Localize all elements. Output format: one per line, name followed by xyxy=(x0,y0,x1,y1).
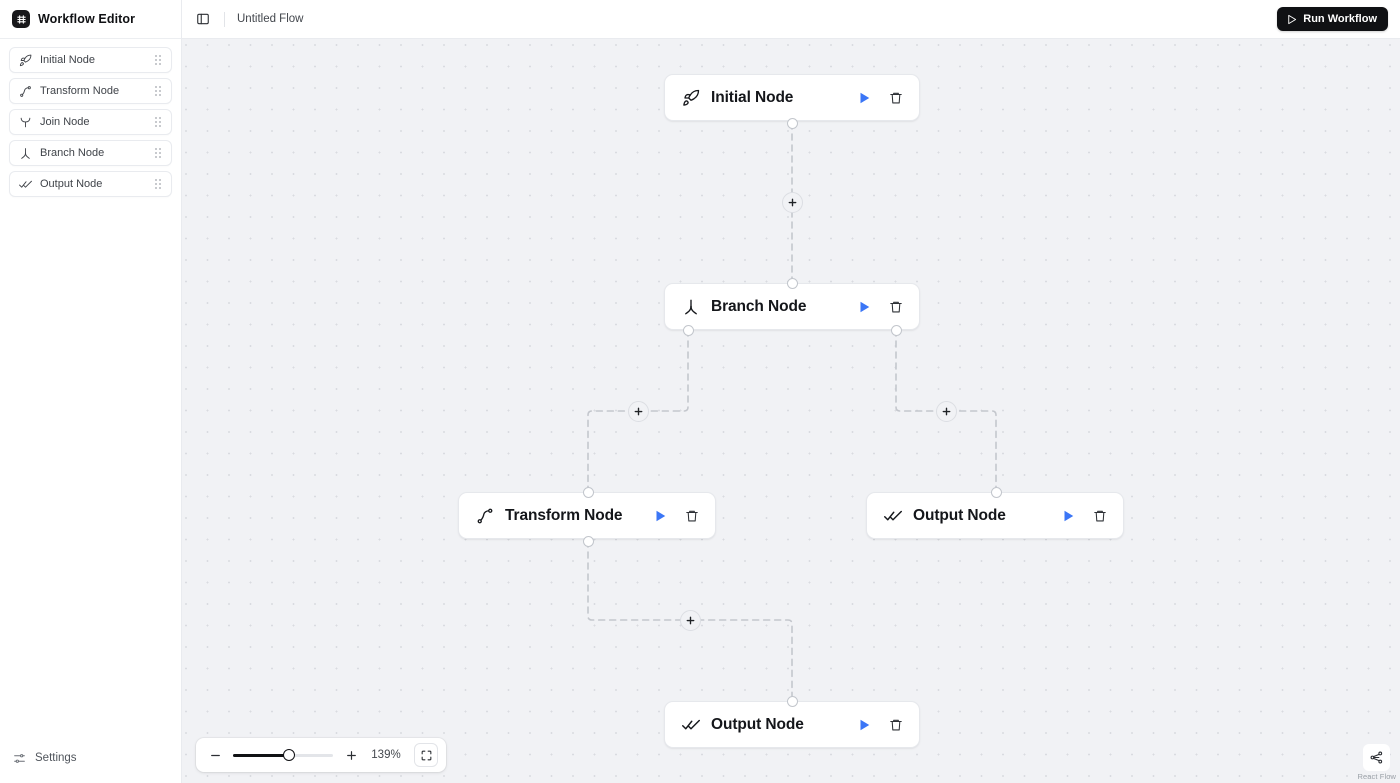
zoom-level-label: 139% xyxy=(371,749,401,761)
node-actions xyxy=(853,296,907,318)
zoom-controls: 139% xyxy=(196,738,446,772)
double-check-icon xyxy=(681,715,700,734)
react-flow-label: React Flow xyxy=(1357,772,1396,781)
edge-add-button-branch-transform[interactable] xyxy=(627,400,649,422)
join-merge-icon xyxy=(18,115,32,129)
node-delete-icon[interactable] xyxy=(885,714,907,736)
curve-transform-icon xyxy=(475,506,494,525)
node-run-icon[interactable] xyxy=(853,87,875,109)
node-handle-source-initial[interactable] xyxy=(786,117,798,129)
node-handle-source-transform[interactable] xyxy=(582,535,594,547)
zoom-slider[interactable] xyxy=(233,746,333,764)
node-delete-icon[interactable] xyxy=(885,87,907,109)
rocket-icon xyxy=(18,53,32,67)
double-check-icon xyxy=(883,506,902,525)
palette-item-label: Initial Node xyxy=(40,54,96,66)
sliders-icon xyxy=(12,751,26,765)
node-run-icon[interactable] xyxy=(853,714,875,736)
node-run-icon[interactable] xyxy=(649,505,671,527)
run-workflow-button[interactable]: Run Workflow xyxy=(1277,7,1388,31)
node-branch-node[interactable]: Branch Node xyxy=(664,283,920,330)
run-workflow-label: Run Workflow xyxy=(1303,13,1377,25)
node-actions xyxy=(1057,505,1111,527)
palette-item-branch-node[interactable]: Branch Node xyxy=(9,140,172,166)
double-check-icon xyxy=(18,177,32,191)
edge-add-button-initial-branch[interactable] xyxy=(781,191,803,213)
curve-transform-icon xyxy=(18,84,32,98)
panel-left-icon[interactable] xyxy=(192,8,214,30)
flow-canvas[interactable]: Initial Node Branch Node xyxy=(182,39,1400,783)
node-actions xyxy=(853,87,907,109)
node-handle-target-transform[interactable] xyxy=(582,486,594,498)
workflow-logo-icon xyxy=(12,10,30,28)
edge-add-button-branch-output-right[interactable] xyxy=(935,400,957,422)
topbar: Untitled Flow Run Workflow xyxy=(182,0,1400,39)
play-outline-icon xyxy=(1286,14,1297,25)
edge-add-button-transform-output-bottom[interactable] xyxy=(679,609,701,631)
react-flow-attribution[interactable]: React Flow xyxy=(1357,744,1396,781)
branch-split-icon xyxy=(681,297,700,316)
node-title: Branch Node xyxy=(711,297,807,315)
palette-item-label: Join Node xyxy=(40,116,90,128)
brand-title: Workflow Editor xyxy=(38,12,136,26)
branch-split-icon xyxy=(18,146,32,160)
drag-handle-icon[interactable] xyxy=(153,84,163,98)
node-transform-node[interactable]: Transform Node xyxy=(458,492,716,539)
palette-item-initial-node[interactable]: Initial Node xyxy=(9,47,172,73)
node-delete-icon[interactable] xyxy=(1089,505,1111,527)
palette-item-label: Output Node xyxy=(40,178,103,190)
node-title: Initial Node xyxy=(711,88,794,106)
settings-label: Settings xyxy=(35,752,77,764)
zoom-slider-thumb[interactable] xyxy=(283,749,295,761)
rocket-icon xyxy=(681,88,700,107)
drag-handle-icon[interactable] xyxy=(153,115,163,129)
node-output-node-right[interactable]: Output Node xyxy=(866,492,1124,539)
brand-header: Workflow Editor xyxy=(0,0,181,39)
palette-item-label: Transform Node xyxy=(40,85,120,97)
node-handle-target-output-right[interactable] xyxy=(990,486,1002,498)
palette-item-transform-node[interactable]: Transform Node xyxy=(9,78,172,104)
node-delete-icon[interactable] xyxy=(885,296,907,318)
flow-name[interactable]: Untitled Flow xyxy=(237,13,304,25)
node-output-node-bottom[interactable]: Output Node xyxy=(664,701,920,748)
node-actions xyxy=(853,714,907,736)
topbar-divider xyxy=(224,11,225,27)
sidebar-item-settings[interactable]: Settings xyxy=(12,747,170,769)
node-title: Output Node xyxy=(711,715,804,733)
zoom-slider-fill xyxy=(233,754,289,757)
drag-handle-icon[interactable] xyxy=(153,53,163,67)
node-handle-target-output-bottom[interactable] xyxy=(786,695,798,707)
node-run-icon[interactable] xyxy=(1057,505,1079,527)
node-delete-icon[interactable] xyxy=(681,505,703,527)
sidebar-footer: Settings xyxy=(0,747,182,783)
drag-handle-icon[interactable] xyxy=(153,177,163,191)
palette-item-join-node[interactable]: Join Node xyxy=(9,109,172,135)
palette-item-label: Branch Node xyxy=(40,147,105,159)
fit-view-button[interactable] xyxy=(414,743,438,767)
palette-item-output-node[interactable]: Output Node xyxy=(9,171,172,197)
zoom-in-button[interactable] xyxy=(342,746,360,764)
node-initial-node[interactable]: Initial Node xyxy=(664,74,920,121)
drag-handle-icon[interactable] xyxy=(153,146,163,160)
node-title: Transform Node xyxy=(505,506,623,524)
node-handle-source-branch-left[interactable] xyxy=(682,324,694,336)
react-flow-logo-icon xyxy=(1363,744,1391,771)
node-actions xyxy=(649,505,703,527)
edges-layer xyxy=(587,122,997,702)
node-run-icon[interactable] xyxy=(853,296,875,318)
node-handle-target-branch[interactable] xyxy=(786,277,798,289)
node-handle-source-branch-right[interactable] xyxy=(890,324,902,336)
node-palette: Initial Node Transform Node xyxy=(0,39,181,197)
zoom-out-button[interactable] xyxy=(206,746,224,764)
sidebar: Workflow Editor Initial Node xyxy=(0,0,182,783)
node-title: Output Node xyxy=(913,506,1006,524)
